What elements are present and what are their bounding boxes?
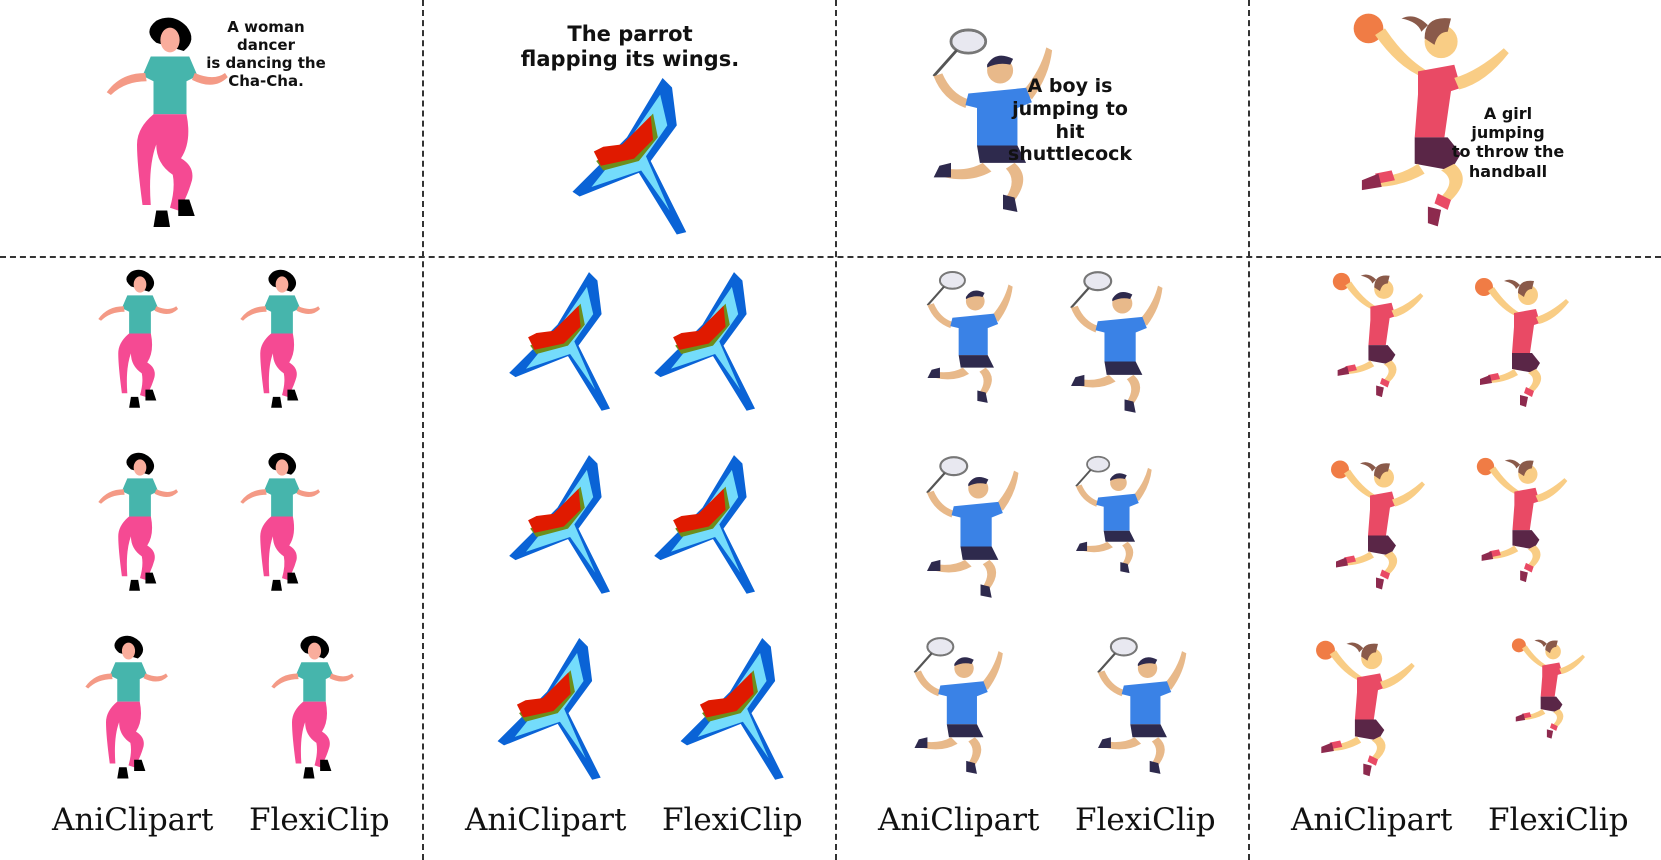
handball-flexiclip-frame-2 — [1474, 455, 1574, 585]
horizontal-divider — [0, 256, 1661, 258]
vertical-divider-2 — [835, 0, 837, 860]
badminton-flexiclip-frame-1 — [1062, 270, 1167, 415]
badminton-label-aniclipart: AniClipart — [878, 802, 1040, 838]
parrot-aniclipart-frame-3 — [492, 638, 602, 783]
parrot-flexiclip-frame-2 — [650, 455, 755, 597]
badminton-aniclipart-frame-3 — [904, 636, 1009, 776]
dancer-flexiclip-frame-1 — [232, 269, 332, 415]
badminton-flexiclip-frame-3 — [1090, 636, 1190, 776]
badminton-aniclipart-frame-2 — [918, 455, 1023, 600]
dancer-caption: A woman dancer is dancing the Cha-Cha. — [206, 18, 326, 90]
badminton-caption: A boy is jumping to hit shuttlecock — [1007, 75, 1133, 166]
vertical-divider-3 — [1248, 0, 1250, 860]
parrot-label-flexiclip: FlexiClip — [662, 802, 803, 838]
dancer-aniclipart-frame-2 — [90, 452, 190, 598]
handball-flexiclip-frame-3 — [1500, 636, 1600, 741]
handball-aniclipart-frame-2 — [1330, 455, 1430, 595]
parrot-aniclipart-frame-1 — [505, 272, 610, 414]
parrot-aniclipart-frame-2 — [505, 455, 610, 597]
handball-caption: A girl jumping to throw the handball — [1451, 104, 1565, 181]
badminton-aniclipart-frame-1 — [918, 270, 1018, 405]
vertical-divider-1 — [422, 0, 424, 860]
handball-aniclipart-frame-1 — [1330, 270, 1430, 400]
parrot-label-aniclipart: AniClipart — [465, 802, 627, 838]
parrot-reference-image — [522, 78, 732, 238]
handball-flexiclip-frame-1 — [1474, 270, 1574, 415]
dancer-label-aniclipart: AniClipart — [52, 802, 214, 838]
dancer-label-flexiclip: FlexiClip — [249, 802, 390, 838]
dancer-flexiclip-frame-3 — [262, 635, 367, 786]
handball-aniclipart-frame-3 — [1315, 636, 1420, 781]
badminton-flexiclip-frame-2 — [1062, 455, 1162, 575]
badminton-label-flexiclip: FlexiClip — [1075, 802, 1216, 838]
parrot-caption: The parrot flapping its wings. — [520, 22, 740, 72]
dancer-aniclipart-frame-3 — [76, 635, 181, 786]
handball-label-aniclipart: AniClipart — [1291, 802, 1453, 838]
dancer-aniclipart-frame-1 — [90, 269, 190, 415]
parrot-flexiclip-frame-1 — [650, 272, 755, 414]
dancer-flexiclip-frame-2 — [232, 452, 332, 598]
handball-label-flexiclip: FlexiClip — [1488, 802, 1629, 838]
parrot-flexiclip-frame-3 — [675, 638, 785, 783]
